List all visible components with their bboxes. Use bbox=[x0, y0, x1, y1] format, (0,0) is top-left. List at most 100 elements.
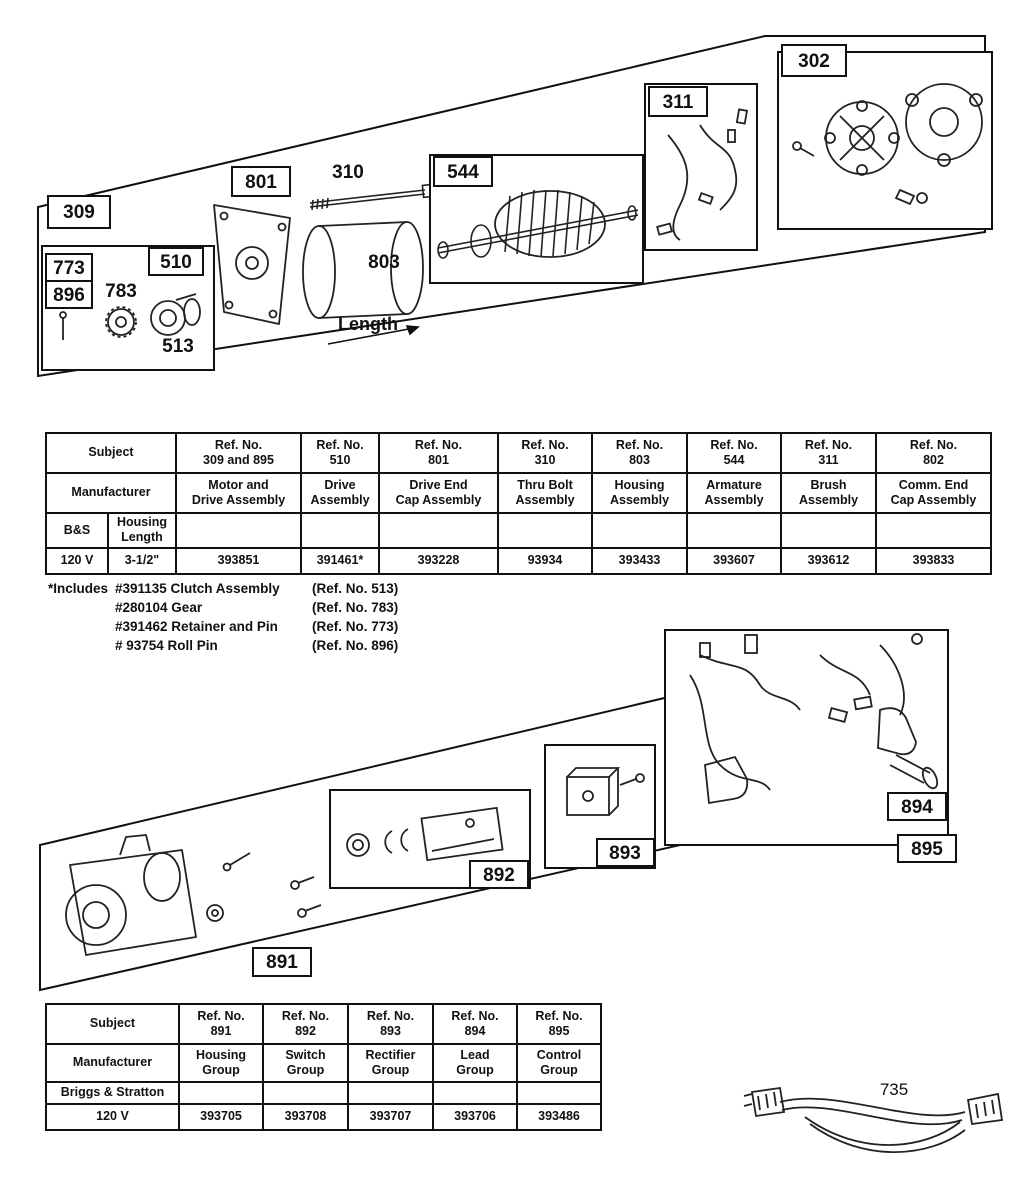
t1-empty-cell bbox=[300, 512, 380, 549]
starter-groups-exploded-diagram: 891 892 893 894 895 bbox=[39, 629, 957, 992]
t1-assembly-header: Drive Assembly bbox=[300, 472, 380, 514]
part-label-802: 302 bbox=[781, 44, 847, 77]
part-label-510-text: 510 bbox=[160, 252, 192, 273]
footnote-part: # 93754 Roll Pin bbox=[115, 637, 218, 653]
t2-group-header: Rectifier Group bbox=[347, 1043, 434, 1083]
t2-part-number: 393705 bbox=[178, 1103, 264, 1131]
part-label-513-text: 513 bbox=[162, 336, 194, 357]
part-label-311-text: 311 bbox=[663, 92, 694, 113]
part-label-802-text: 302 bbox=[798, 51, 830, 72]
footnote-line: #280104 Gear (Ref. No. 783) bbox=[48, 599, 398, 618]
t1-ref-header: Ref. No. 802 bbox=[875, 432, 992, 474]
footnote-ref: (Ref. No. 773) bbox=[312, 618, 399, 634]
t1-assembly-header: Drive End Cap Assembly bbox=[378, 472, 499, 514]
armature-drawing bbox=[437, 189, 639, 259]
t1-empty-cell bbox=[780, 512, 877, 549]
comm-end-cap-drawing bbox=[792, 83, 983, 206]
t2-empty-cell bbox=[347, 1081, 434, 1105]
drive-end-cap-drawing bbox=[213, 204, 291, 325]
t2-subject-header: Subject bbox=[45, 1003, 180, 1045]
part-label-309-text: 309 bbox=[63, 202, 95, 223]
t2-empty-cell bbox=[262, 1081, 349, 1105]
t1-part-number: 393228 bbox=[378, 546, 499, 575]
t2-part-number: 393708 bbox=[262, 1103, 349, 1131]
t1-ref-header: Ref. No. 801 bbox=[378, 432, 499, 474]
t2-part-number: 393706 bbox=[432, 1103, 518, 1131]
part-label-801-text: 801 bbox=[245, 172, 277, 193]
t1-part-number: 93934 bbox=[497, 546, 593, 575]
t1-assembly-header: Motor and Drive Assembly bbox=[175, 472, 302, 514]
t2-group-header: Housing Group bbox=[178, 1043, 264, 1083]
t1-ref-header: Ref. No. 803 bbox=[591, 432, 688, 474]
t2-brand-cell: Briggs & Stratton bbox=[45, 1081, 180, 1105]
part-label-891: 891 bbox=[252, 947, 312, 977]
footnote-ref: (Ref. No. 783) bbox=[312, 599, 399, 615]
lead-group-drawing bbox=[689, 633, 939, 805]
cable-wires bbox=[743, 1086, 1004, 1154]
t2-group-header: Lead Group bbox=[432, 1043, 518, 1083]
t1-part-number: 393851 bbox=[175, 546, 302, 575]
footnote-line: # 93754 Roll Pin (Ref. No. 896) bbox=[48, 637, 398, 656]
part-label-892: 892 bbox=[469, 860, 529, 889]
switch-group-drawing bbox=[346, 806, 504, 862]
footnote-part: #391462 Retainer and Pin bbox=[115, 618, 278, 634]
footnote-part: #280104 Gear bbox=[115, 599, 203, 615]
t1-ref-header: Ref. No. 510 bbox=[300, 432, 380, 474]
t1-subject-header: Subject bbox=[45, 432, 177, 474]
part-label-773-text: 773 bbox=[53, 258, 85, 279]
starter-groups-table: Subject Ref. No. 891 Ref. No. 892 Ref. N… bbox=[45, 1003, 602, 1131]
part-label-894-text: 894 bbox=[901, 797, 933, 818]
t1-empty-cell bbox=[591, 512, 688, 549]
t2-part-number: 393486 bbox=[516, 1103, 602, 1131]
part-label-894: 894 bbox=[887, 792, 947, 821]
t1-ref-header: Ref. No. 311 bbox=[780, 432, 877, 474]
part-label-895-text: 895 bbox=[911, 839, 943, 860]
t2-empty-cell bbox=[432, 1081, 518, 1105]
t1-empty-cell bbox=[686, 512, 782, 549]
length-arrow bbox=[327, 325, 420, 345]
t2-voltage-cell: 120 V bbox=[45, 1103, 180, 1131]
part-label-896-text: 896 bbox=[53, 285, 85, 306]
t1-housing-length-cell: 3-1/2" bbox=[107, 546, 177, 575]
length-label-text: Length bbox=[338, 314, 398, 334]
t1-empty-cell bbox=[378, 512, 499, 549]
housing-group-drawing bbox=[65, 834, 322, 956]
t1-ref-header: Ref. No. 310 bbox=[497, 432, 593, 474]
t2-empty-cell bbox=[516, 1081, 602, 1105]
part-label-544-text: 544 bbox=[447, 162, 479, 183]
comm-end-cap-box bbox=[777, 51, 993, 230]
t1-ref-header: Ref. No. 309 and 895 bbox=[175, 432, 302, 474]
t2-ref-header: Ref. No. 893 bbox=[347, 1003, 434, 1045]
footnote-ref: (Ref. No. 896) bbox=[312, 637, 399, 653]
part-label-803-text: 803 bbox=[368, 252, 400, 273]
part-label-892-text: 892 bbox=[483, 865, 515, 886]
housing-drawing bbox=[302, 221, 424, 319]
part-label-310-text: 310 bbox=[332, 162, 364, 183]
t1-manufacturer-header: Manufacturer bbox=[45, 472, 177, 514]
t1-empty-cell bbox=[497, 512, 593, 549]
t1-part-number: 393612 bbox=[780, 546, 877, 575]
t2-ref-header: Ref. No. 895 bbox=[516, 1003, 602, 1045]
part-label-891-text: 891 bbox=[266, 952, 298, 973]
t2-ref-header: Ref. No. 892 bbox=[262, 1003, 349, 1045]
part-label-311: 311 bbox=[648, 86, 708, 117]
t1-part-number: 391461* bbox=[300, 546, 380, 575]
part-label-896: 896 bbox=[45, 280, 93, 309]
t2-group-header: Switch Group bbox=[262, 1043, 349, 1083]
t1-assembly-header: Armature Assembly bbox=[686, 472, 782, 514]
t2-part-number: 393707 bbox=[347, 1103, 434, 1131]
t1-empty-cell bbox=[875, 512, 992, 549]
t1-assembly-header: Housing Assembly bbox=[591, 472, 688, 514]
footnote-part: #391135 Clutch Assembly bbox=[115, 581, 280, 596]
drive-assembly-drawing bbox=[59, 293, 201, 340]
t1-assembly-header: Brush Assembly bbox=[780, 472, 877, 514]
brush-assembly-drawing bbox=[656, 108, 749, 241]
t1-assembly-header: Thru Bolt Assembly bbox=[497, 472, 593, 514]
part-label-783-text: 783 bbox=[105, 281, 137, 302]
part-label-773: 773 bbox=[45, 253, 93, 282]
footnote-prefix: *Includes bbox=[48, 581, 109, 596]
t2-group-header: Control Group bbox=[516, 1043, 602, 1083]
t1-empty-cell bbox=[175, 512, 302, 549]
t2-ref-header: Ref. No. 891 bbox=[178, 1003, 264, 1045]
cable-drawing: 735 bbox=[743, 1080, 1004, 1154]
